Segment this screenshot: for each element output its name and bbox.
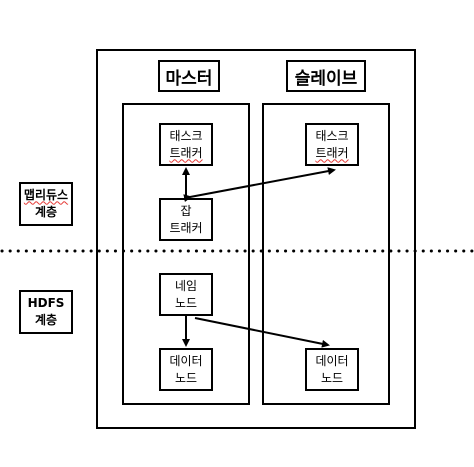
name-node-line2: 노드: [174, 295, 198, 310]
master-data-node-box: 데이터 노드: [159, 348, 213, 391]
master-title: 마스터: [158, 60, 220, 92]
master-task-tracker-box: 태스크 트래커: [159, 123, 213, 166]
slave-data-node-box: 데이터 노드: [305, 348, 359, 391]
name-node-box: 네임 노드: [159, 273, 213, 316]
slave-data-node-line1: 데이터: [315, 354, 349, 369]
slave-title: 슬레이브: [286, 60, 366, 92]
slave-task-tracker-box: 태스크 트래커: [305, 123, 359, 166]
job-tracker-line2: 트래커: [169, 220, 203, 235]
job-tracker-box: 잡 트래커: [159, 198, 213, 241]
hdfs-layer-line2: 계층: [34, 313, 58, 327]
master-task-tracker-line2: 트래커: [169, 145, 203, 160]
slave-task-tracker-line1: 태스크: [315, 129, 349, 144]
hdfs-layer-line1: HDFS: [27, 295, 65, 310]
slave-task-tracker-line2: 트래커: [315, 145, 349, 160]
slave-title-text: 슬레이브: [294, 68, 358, 89]
master-data-node-line1: 데이터: [169, 354, 203, 369]
master-title-text: 마스터: [165, 68, 213, 89]
job-tracker-line1: 잡: [180, 204, 192, 219]
mapreduce-layer-label: 맵리듀스 계층: [19, 182, 73, 226]
master-data-node-line2: 노드: [174, 370, 198, 385]
name-node-line1: 네임: [174, 279, 198, 294]
hdfs-layer-label: HDFS 계층: [19, 290, 73, 334]
master-task-tracker-line1: 태스크: [169, 129, 203, 144]
slave-data-node-line2: 노드: [320, 370, 344, 385]
mapreduce-layer-line1: 맵리듀스: [23, 187, 69, 202]
mapreduce-layer-line2: 계층: [34, 205, 58, 219]
